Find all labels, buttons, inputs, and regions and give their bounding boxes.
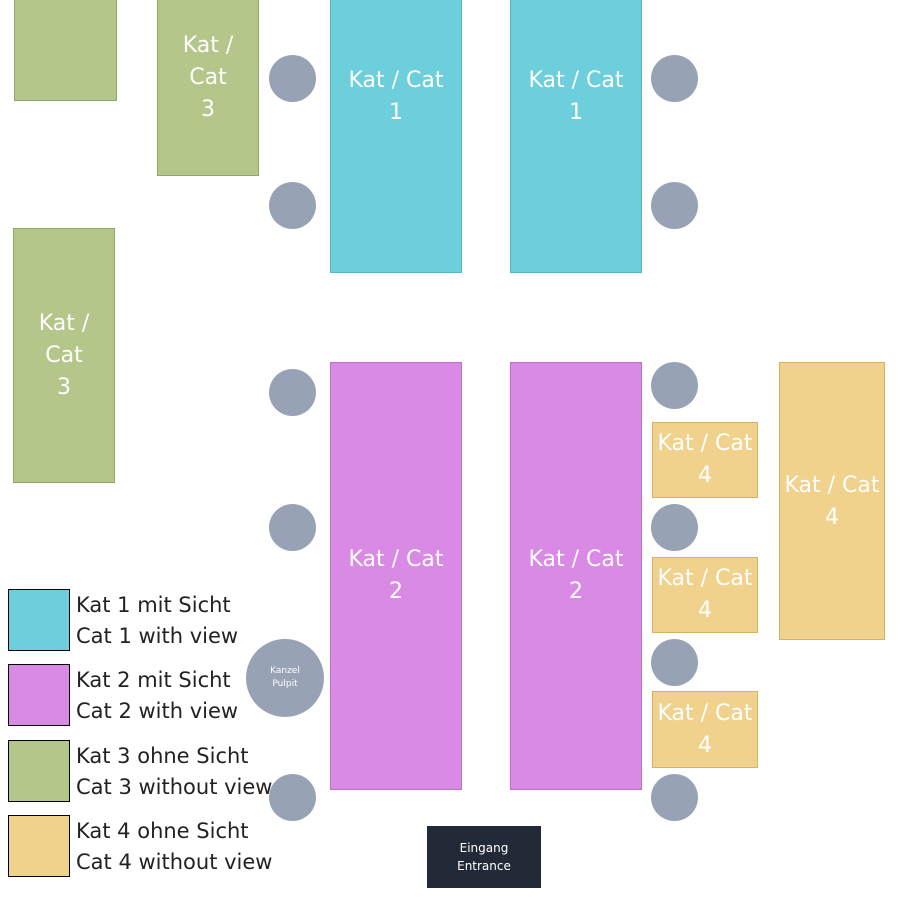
block-label: Kat / Cat — [657, 566, 753, 591]
block-label: Kat / Cat — [657, 431, 753, 456]
entrance-label-de: Eingang — [459, 841, 509, 855]
pillar — [269, 774, 316, 821]
legend-swatch-cat3 — [8, 740, 70, 802]
block-label: Kat / Cat — [528, 547, 624, 572]
legend-item-cat3: Kat 3 ohne Sicht Cat 3 without view — [76, 741, 272, 803]
pillar — [651, 504, 698, 551]
seat-block-cat2-left[interactable]: Kat / Cat 2 — [330, 362, 462, 790]
legend-item-cat2: Kat 2 mit Sicht Cat 2 with view — [76, 665, 238, 727]
legend-label-en: Cat 4 without view — [76, 850, 273, 874]
pulpit-label-de: Kanzel — [270, 666, 300, 676]
seat-block-cat2-right[interactable]: Kat / Cat 2 — [510, 362, 642, 790]
pillar — [269, 369, 316, 416]
seat-block-cat1-left[interactable]: Kat / Cat 1 — [330, 0, 462, 273]
legend-swatch-cat4 — [8, 815, 70, 877]
block-label: 4 — [825, 505, 839, 530]
block-label: 2 — [389, 579, 403, 604]
pillar — [651, 182, 698, 229]
block-label: 1 — [389, 100, 403, 125]
legend-label-de: Kat 4 ohne Sicht — [76, 819, 249, 843]
block-label: Kat / Cat — [348, 547, 444, 572]
pillar — [651, 774, 698, 821]
pillar — [269, 55, 316, 102]
block-label: Kat / — [38, 310, 90, 336]
seat-block-cat1-right[interactable]: Kat / Cat 1 — [510, 0, 642, 273]
block-label: 3 — [201, 97, 215, 122]
block-label: 4 — [698, 463, 712, 488]
legend-label-en: Cat 2 with view — [76, 699, 239, 723]
seat-block-cat4-large[interactable]: Kat / Cat 4 — [779, 362, 885, 640]
block-label: 2 — [569, 579, 583, 604]
seat-block-cat4-small-1[interactable]: Kat / Cat 4 — [652, 422, 758, 498]
legend-label-de: Kat 2 mit Sicht — [76, 668, 231, 692]
legend-item-cat4: Kat 4 ohne Sicht Cat 4 without view — [76, 816, 272, 878]
block-label: Kat / Cat — [657, 700, 753, 726]
seat-block-cat3-upper[interactable]: Kat / Cat 3 — [157, 0, 259, 176]
block-label: Kat / — [182, 33, 234, 58]
seat-block-cat4-small-3[interactable]: Kat / Cat 4 — [652, 691, 758, 768]
entrance-label-en: Entrance — [457, 859, 511, 873]
block-label: 3 — [59, 0, 73, 8]
seat-block-cat3-top-left[interactable]: 3 — [14, 0, 117, 101]
block-label: Kat / Cat — [528, 68, 624, 93]
legend-item-cat1: Kat 1 mit Sicht Cat 1 with view — [76, 590, 238, 652]
block-label: 3 — [57, 374, 71, 400]
seat-block-cat4-small-2[interactable]: Kat / Cat 4 — [652, 557, 758, 633]
block-label: 4 — [698, 732, 712, 758]
seat-block-cat3-middle[interactable]: Kat / Cat 3 — [13, 228, 115, 483]
pillar — [651, 55, 698, 102]
legend-label-de: Kat 1 mit Sicht — [76, 593, 231, 617]
pillar — [651, 639, 698, 686]
block-label: Kat / Cat — [348, 68, 444, 93]
legend-swatch-cat2 — [8, 664, 70, 726]
block-label: Kat / Cat — [784, 473, 880, 498]
legend-swatch-cat1 — [8, 589, 70, 651]
block-label: Cat — [45, 342, 83, 368]
pulpit-label-en: Pulpit — [272, 679, 298, 689]
legend-label-en: Cat 1 with view — [76, 624, 239, 648]
legend-label-de: Kat 3 ohne Sicht — [76, 744, 249, 768]
block-label: 4 — [698, 598, 712, 623]
entrance: Eingang Entrance — [427, 826, 541, 888]
pillar — [269, 504, 316, 551]
block-label: Cat — [189, 65, 227, 90]
legend-label-en: Cat 3 without view — [76, 775, 273, 799]
pillar — [651, 362, 698, 409]
pillar — [269, 182, 316, 229]
pulpit: Kanzel Pulpit — [246, 639, 324, 717]
block-label: 1 — [569, 100, 583, 125]
